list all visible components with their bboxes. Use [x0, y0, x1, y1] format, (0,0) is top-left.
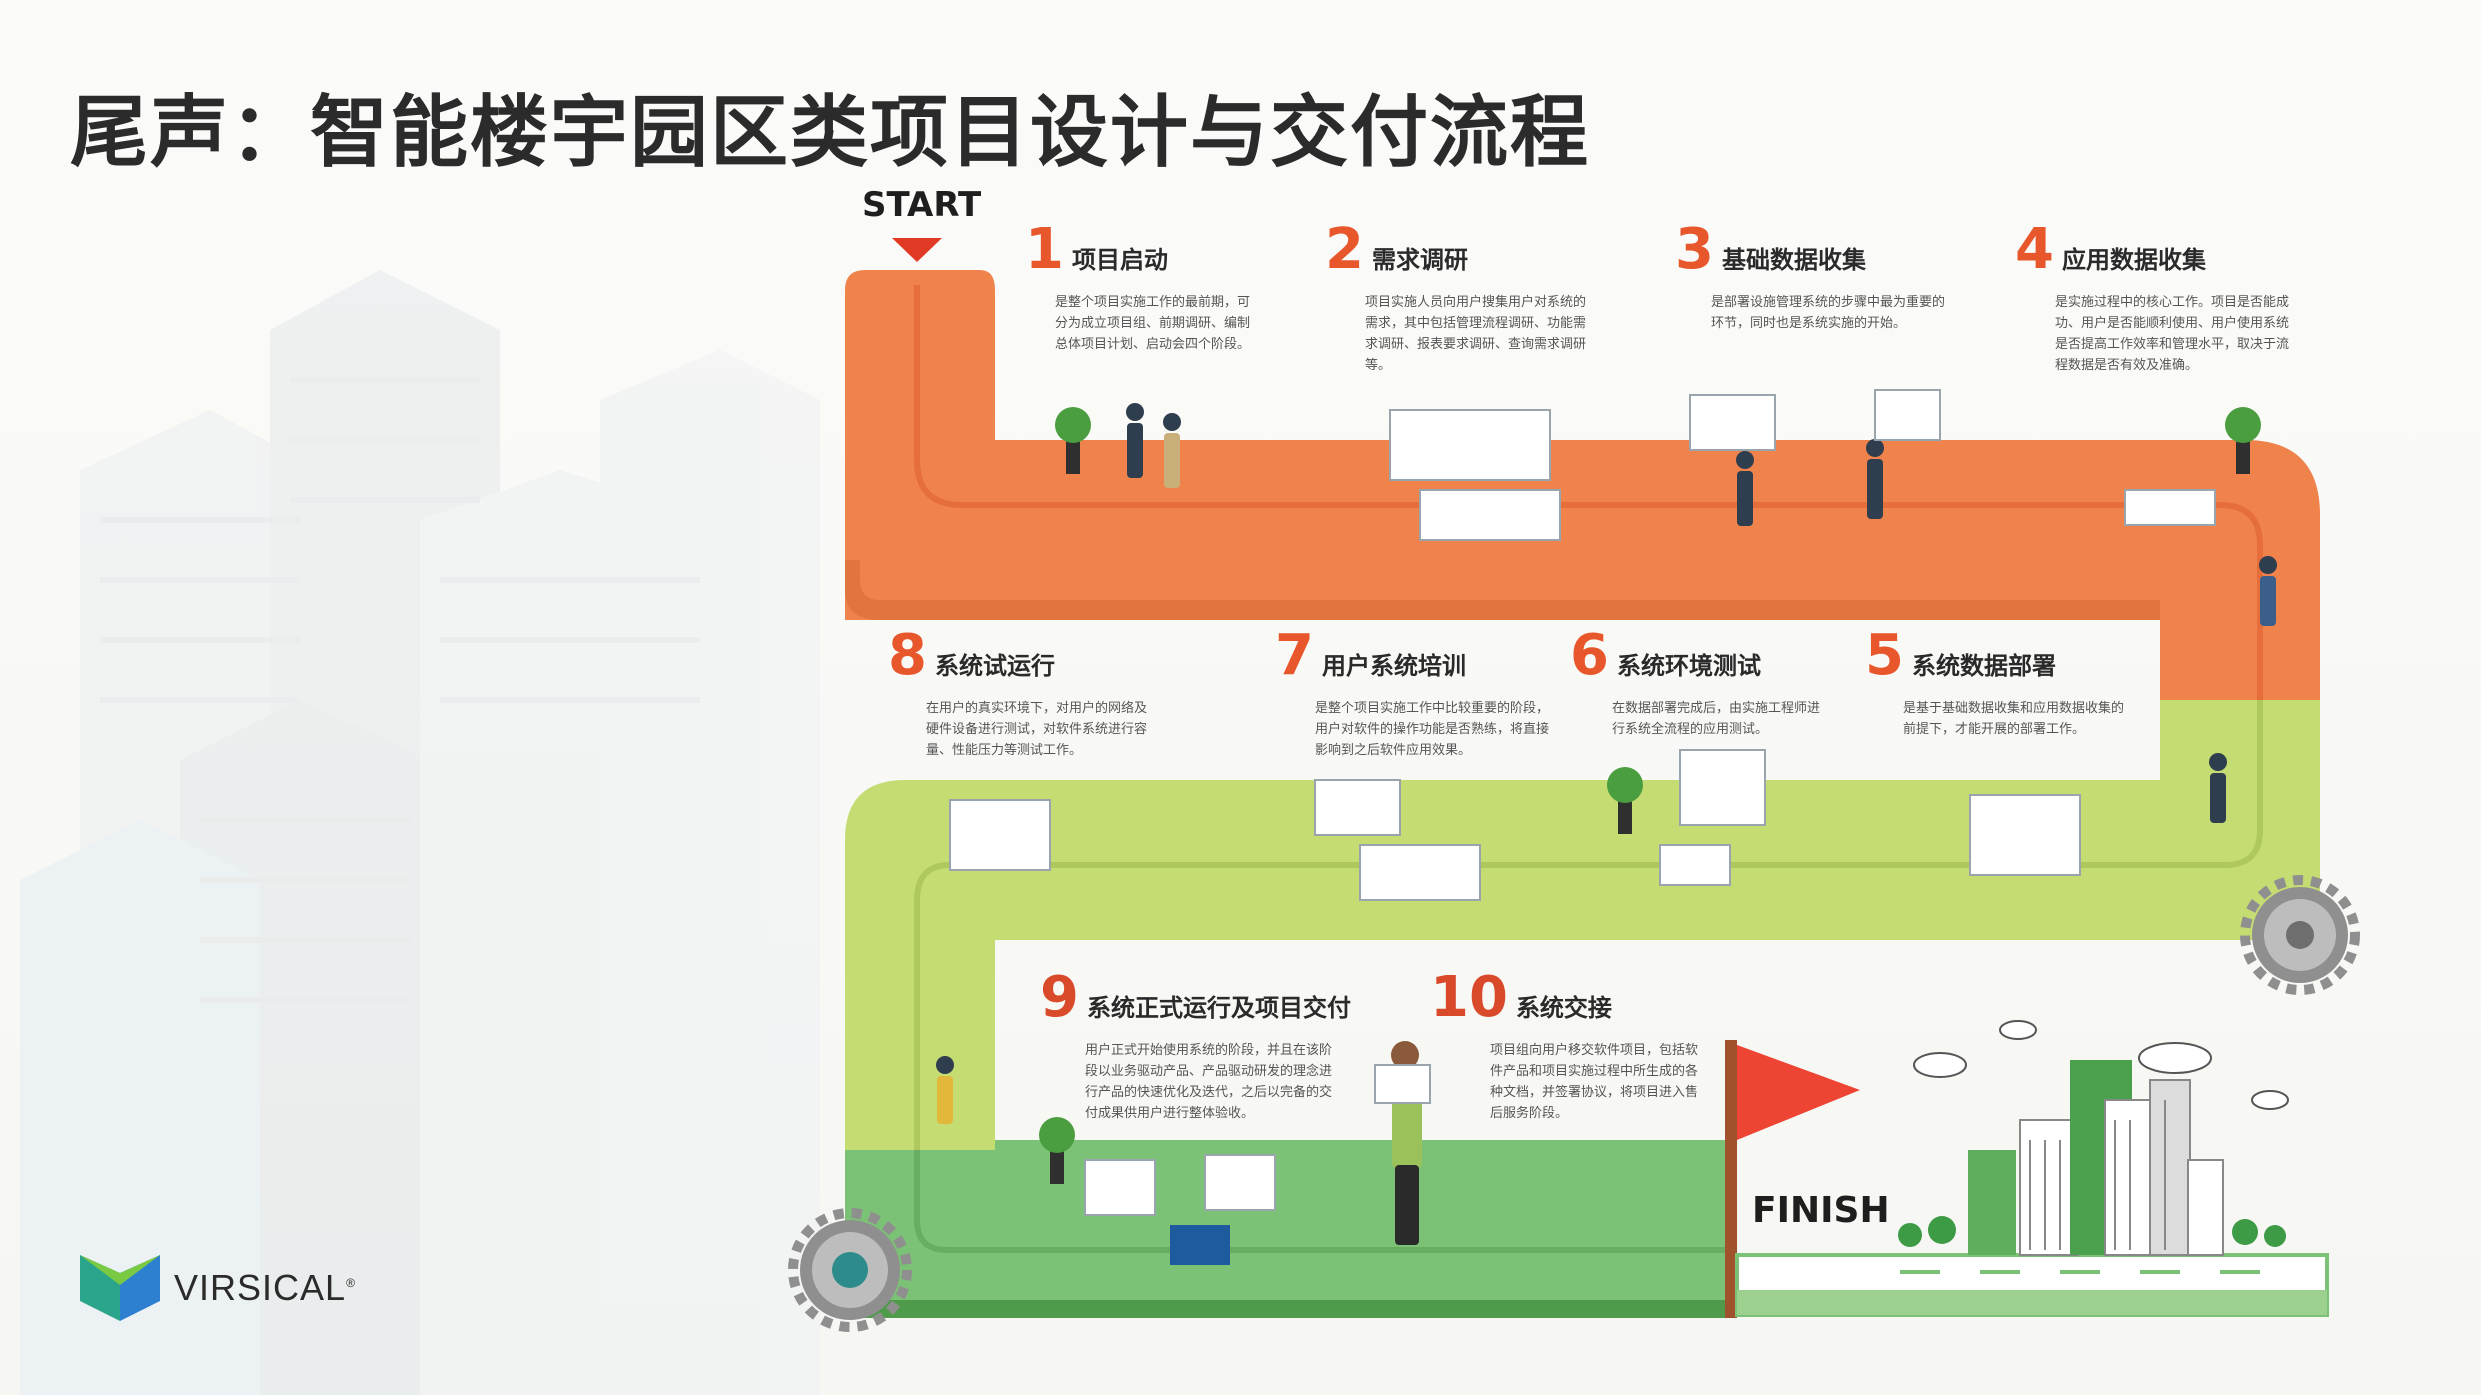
step-description: 是整个项目实施工作中比较重要的阶段，用户对软件的操作功能是否熟练，将直接影响到之…	[1315, 701, 1550, 758]
tree-icon	[1607, 767, 1643, 834]
step-title: 系统环境测试	[1616, 652, 1761, 680]
city-skyline-icon	[1898, 1060, 2286, 1256]
tree-icon	[2225, 407, 2261, 474]
page-title: 尾声：智能楼宇园区类项目设计与交付流程	[70, 88, 1591, 178]
finish-label: FINISH	[1752, 1190, 1890, 1231]
brand: VIRSICAL®	[80, 1255, 356, 1321]
cloud-icon	[1913, 1020, 2289, 1110]
step-number: 10	[1430, 965, 1508, 1030]
step-title: 需求调研	[1371, 246, 1468, 274]
step-description: 在数据部署完成后，由实施工程师进行系统全流程的应用测试。	[1612, 701, 1821, 737]
tree-icon	[1039, 1117, 1075, 1184]
step-description: 在用户的真实环境下，对用户的网络及硬件设备进行测试，对软件系统进行容量、性能压力…	[926, 701, 1148, 758]
flag-pole-icon	[1725, 1040, 1737, 1318]
step-number: 7	[1275, 623, 1314, 688]
step-number: 5	[1865, 623, 1904, 688]
tree-icon	[1055, 407, 1091, 474]
step-description: 是整个项目实施工作的最前期，可分为成立项目组、前期调研、编制总体项目计划、启动会…	[1055, 295, 1251, 352]
brand-logo-icon	[80, 1255, 160, 1321]
step-description: 项目组向用户移交软件项目，包括软件产品和项目实施过程中所生成的各种文档，并签署协…	[1490, 1043, 1699, 1121]
brand-name: VIRSICAL®	[174, 1267, 356, 1308]
step-number: 8	[888, 623, 927, 688]
step-number: 9	[1040, 965, 1079, 1030]
start-marker-icon	[892, 238, 942, 262]
table-icon	[1170, 1225, 1230, 1265]
gear-icon	[788, 1208, 912, 1332]
step-description: 用户正式开始使用系统的阶段，并且在该阶段以业务驱动产品、产品驱动研发的理念进行产…	[1085, 1043, 1333, 1121]
step-description: 项目实施人员向用户搜集用户对系统的需求，其中包括管理流程调研、功能需求调研、报表…	[1365, 295, 1587, 373]
step-title: 用户系统培训	[1321, 652, 1466, 680]
office-desk-icon	[949, 389, 2216, 1216]
step-description: 是部署设施管理系统的步骤中最为重要的环节，同时也是系统实施的开始。	[1711, 295, 1946, 331]
step-number: 4	[2015, 217, 2054, 282]
finish-flag-icon	[1737, 1045, 1860, 1140]
step-number: 6	[1570, 623, 1609, 688]
green-road	[845, 1140, 1725, 1315]
light-green-road	[845, 700, 2320, 1150]
step-title: 项目启动	[1071, 246, 1168, 274]
orange-road	[845, 270, 2320, 700]
gear-icon	[2240, 875, 2360, 995]
step-number: 3	[1675, 217, 1714, 282]
start-label: START	[862, 185, 982, 225]
step-title: 系统数据部署	[1911, 652, 2056, 680]
step-title: 应用数据收集	[2061, 246, 2206, 274]
step-title: 系统正式运行及项目交付	[1086, 994, 1351, 1022]
step-number: 2	[1325, 217, 1364, 282]
step-title: 系统交接	[1515, 994, 1612, 1022]
step-description: 是基于基础数据收集和应用数据收集的前提下，才能开展的部署工作。	[1903, 701, 2125, 737]
step-title: 系统试运行	[934, 652, 1055, 680]
step-description: 是实施过程中的核心工作。项目是否能成功、用户是否能顺利使用、用户使用系统是否提高…	[2055, 295, 2290, 373]
step-title: 基础数据收集	[1721, 246, 1866, 274]
step-number: 1	[1025, 217, 1064, 282]
